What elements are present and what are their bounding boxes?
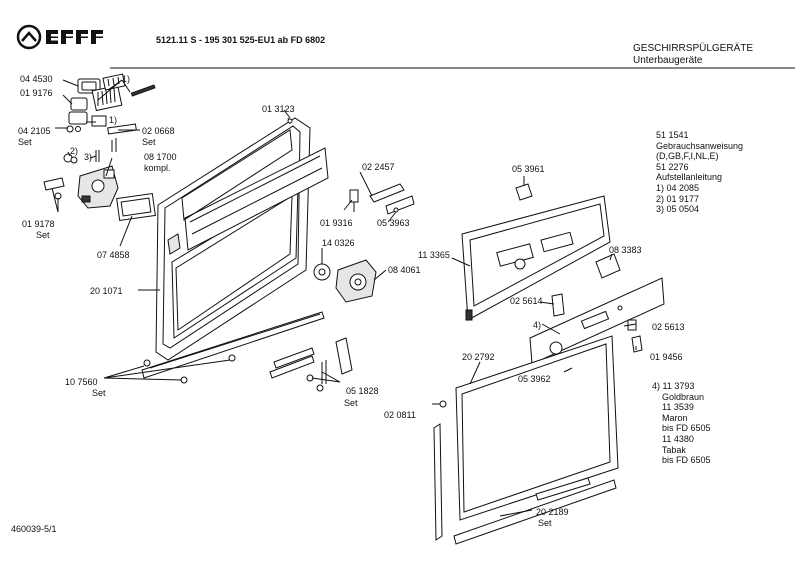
category-subtitle: Unterbaugeräte [633, 55, 703, 66]
middle-parts-group [269, 183, 415, 392]
part-1-rod [130, 84, 156, 97]
variant-notes: 4) 11 3793 Goldbraun 11 3539 Maron bis F… [652, 381, 711, 466]
doc-line: Gebrauchsanweisung [656, 140, 744, 151]
part-107560-rail [141, 311, 325, 379]
part-3-screw [95, 150, 100, 162]
part-019456 [631, 335, 643, 353]
part-label: 20 2189 [536, 507, 569, 517]
variant-line: Goldbraun [652, 391, 705, 402]
part-022457 [369, 183, 405, 203]
part-label: 08 4061 [388, 265, 421, 275]
part-083383 [595, 253, 621, 279]
part-label: 02 5613 [652, 322, 685, 332]
doc-line: (D,GB,F,I,NL,E) [656, 151, 719, 162]
documentation-notes: 51 1541 Gebrauchsanweisung (D,GB,F,I,NL,… [656, 130, 743, 215]
part-1-ribbed-plates [91, 73, 126, 112]
doc-line: Aufstellanleitung [656, 172, 723, 183]
variant-line: 11 3539 [652, 402, 694, 413]
part-label: 05 3963 [377, 218, 410, 228]
note-marker: 4) [533, 320, 542, 330]
set-label: Set [142, 137, 156, 147]
part-label: 01 9456 [650, 352, 683, 362]
part-020668-clip [107, 123, 137, 135]
part-label: 02 5614 [510, 296, 543, 306]
set-label: Set [538, 518, 552, 528]
part-label: 02 0668 [142, 126, 175, 136]
part-051828-lever-b [269, 355, 315, 379]
doc-line: 3) 05 0504 [656, 204, 700, 215]
note-marker: 2) [70, 146, 79, 156]
part-label: 01 9178 [22, 219, 55, 229]
part-label: 10 7560 [65, 377, 98, 387]
part-label: 05 3962 [518, 374, 551, 384]
part-019176 [70, 97, 88, 111]
control-panel-113365 [461, 183, 621, 321]
variant-line: bis FD 6505 [652, 455, 711, 466]
note-marker: 1) [109, 115, 118, 125]
set-label: Set [92, 388, 106, 398]
part-019178-knob [43, 177, 65, 191]
part-202189-strip [453, 479, 617, 545]
part-074858-panel [116, 193, 156, 221]
part-label: kompl. [144, 163, 171, 173]
note-marker: 1) [122, 74, 131, 84]
set-label: Set [18, 137, 32, 147]
part-label: 05 3961 [512, 164, 545, 174]
part-081700-timer [77, 165, 119, 209]
part-label: 08 3383 [609, 245, 642, 255]
part-020668-springs [111, 138, 117, 152]
part-label: 02 0811 [384, 410, 416, 420]
part-025614 [551, 293, 565, 317]
part-053963 [385, 195, 415, 215]
part-label: 20 1071 [90, 286, 123, 296]
leader-lines [51, 79, 637, 517]
variant-line: 11 4380 [652, 433, 694, 444]
part-label: 01 9316 [320, 218, 353, 228]
variant-line: bis FD 6505 [652, 423, 711, 434]
side-strip [433, 423, 443, 541]
doc-line: 51 1541 [656, 130, 689, 140]
part-label: 02 2457 [362, 162, 395, 172]
part-084061-motor [335, 259, 377, 303]
variant-line: Tabak [652, 444, 686, 455]
neff-logo [16, 24, 103, 50]
part-label: 20 2792 [462, 352, 495, 362]
part-140326-wheel [313, 263, 331, 281]
part-label: 08 1700 [144, 152, 177, 162]
part-label: 04 4530 [20, 74, 53, 84]
part-label: 05 1828 [346, 386, 379, 396]
part-051828-bracket [335, 337, 353, 375]
part-label: 14 0326 [322, 238, 355, 248]
part-label: 07 4858 [97, 250, 130, 260]
set-label: Set [344, 398, 358, 408]
part-label: 11 3365 [418, 250, 450, 260]
part-label: 01 3123 [262, 104, 295, 114]
outer-door-202792 [433, 335, 619, 545]
part-053961 [515, 183, 533, 201]
set-label: Set [36, 230, 50, 240]
part-051828-lever-a [273, 347, 315, 369]
doc-line: 2) 01 9177 [656, 193, 700, 204]
door-top-panel [184, 147, 329, 251]
part-label: 01 9176 [20, 88, 53, 98]
doc-line: 51 2276 [656, 161, 689, 172]
sheet-number: 460039-5/1 [11, 524, 57, 534]
door-inner-201071 [141, 117, 329, 384]
variant-line: 4) 11 3793 [652, 381, 695, 391]
model-line: 5121.11 S - 195 301 525-EU1 ab FD 6802 [156, 35, 326, 45]
variant-line: Maron [652, 412, 688, 423]
part-label: 04 2105 [18, 126, 51, 136]
control-parts-group [43, 73, 156, 221]
category-title: GESCHIRRSPÜLGERÄTE [633, 43, 754, 54]
note-marker: 3) [84, 152, 93, 162]
doc-line: 1) 04 2085 [656, 182, 700, 193]
